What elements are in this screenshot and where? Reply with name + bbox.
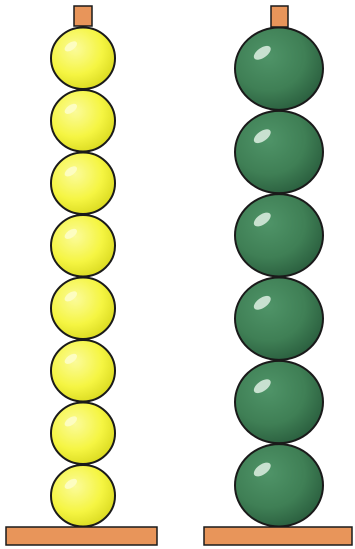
right-bead-column	[235, 27, 323, 526]
left-base	[6, 527, 157, 545]
left-bead	[51, 278, 115, 340]
left-peg-top	[74, 6, 92, 26]
left-bead	[51, 153, 115, 215]
left-bead-column	[51, 28, 115, 527]
right-bead	[235, 278, 323, 360]
left-bead	[51, 215, 115, 277]
left-bead	[51, 90, 115, 152]
right-bead	[235, 361, 323, 443]
right-bead	[235, 444, 323, 526]
right-bead	[235, 194, 323, 276]
right-peg-top	[271, 6, 288, 27]
left-bead	[51, 403, 115, 465]
right-bead	[235, 111, 323, 193]
left-bead	[51, 340, 115, 402]
left-bead	[51, 28, 115, 90]
right-base	[204, 527, 352, 545]
left-stack	[6, 6, 157, 545]
right-bead	[235, 27, 323, 109]
left-bead	[51, 465, 115, 527]
right-stack	[204, 6, 352, 545]
